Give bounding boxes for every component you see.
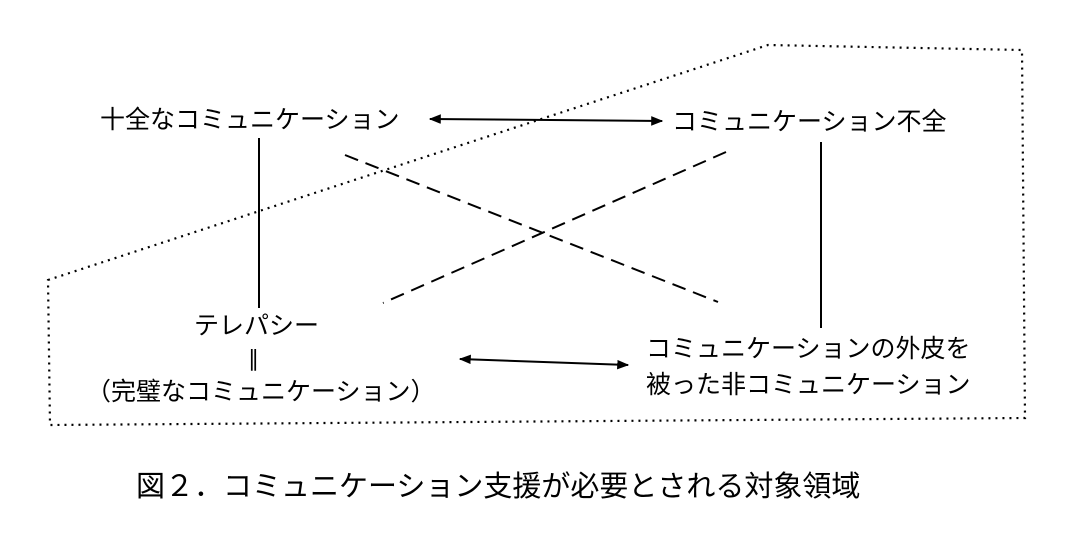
- node-non-communication-line1: コミュニケーションの外皮を: [646, 334, 971, 363]
- arrow-bottom-bidirectional: [458, 354, 630, 370]
- node-full-communication: 十全なコミュニケーション: [100, 105, 400, 134]
- target-region-boundary: [46, 43, 1027, 427]
- dashed-diagonal-down: [344, 154, 719, 303]
- node-communication-failure: コミュニケーション不全: [672, 107, 947, 136]
- dashed-diagonal-up: [382, 151, 727, 304]
- node-telepathy: テレパシー: [194, 311, 320, 340]
- node-perfect-communication: （完璧なコミュニケーション）: [86, 377, 436, 406]
- node-equals-sign: ∥: [248, 347, 259, 372]
- node-non-communication-line2: 被った非コミュニケーション: [646, 370, 971, 399]
- arrow-top-bidirectional: [428, 114, 664, 126]
- figure-caption: 図２．コミュニケーション支援が必要とされる対象領域: [136, 469, 861, 503]
